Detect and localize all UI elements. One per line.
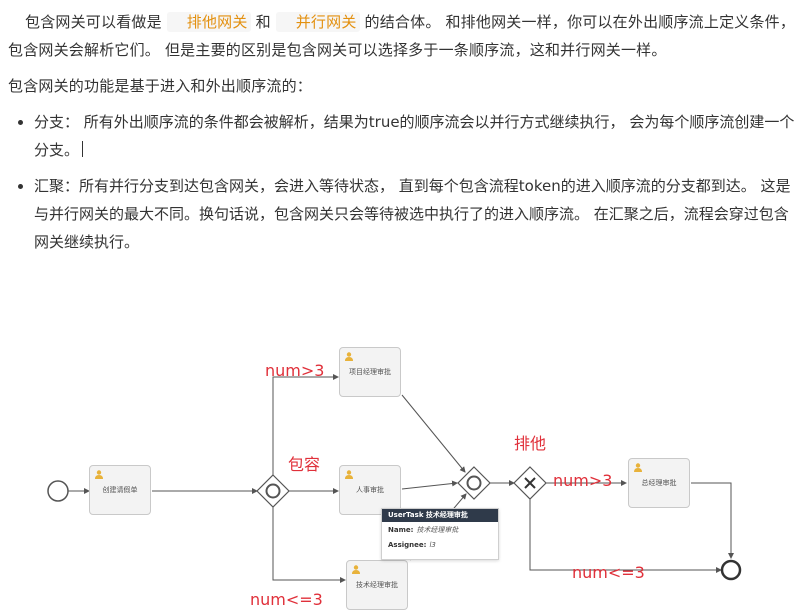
start-event[interactable] [47, 480, 69, 502]
inline-code-parallel-gateway: 并行网关 [275, 12, 360, 32]
paragraph-function-intro: 包含网关的功能是基于进入和外出顺序流的： [8, 77, 313, 95]
inclusive-gateway-join[interactable] [457, 466, 491, 500]
tooltip-name-key: Name: [388, 526, 414, 534]
tooltip-title: UserTask 技术经理审批 [382, 509, 498, 522]
tooltip-assignee-row: Assignee:l3 [382, 538, 498, 552]
annotation-num-gt-3-right: num>3 [553, 471, 613, 490]
tooltip-assignee-value: l3 [429, 541, 436, 549]
list-item-fork-text: 分支： 所有外出顺序流的条件都会被解析，结果为true的顺序流会以并行方式继续执… [34, 113, 795, 159]
list-item-join: 汇聚：所有并行分支到达包含网关，会进入等待状态， 直到每个包含流程token的进… [8, 172, 798, 256]
user-icon [95, 470, 103, 479]
annotation-num-le-3-bottom: num<=3 [250, 590, 323, 609]
inclusive-gateway-split[interactable] [256, 474, 290, 508]
exclusive-gateway[interactable] [513, 466, 547, 500]
user-icon [352, 565, 360, 574]
tooltip-name-row: Name:技术经理审批 [382, 522, 498, 538]
flow-split-to-tech [272, 507, 346, 583]
flow-split-to-pm [272, 374, 339, 475]
exclusive-gateway-x-icon [524, 477, 536, 489]
paragraph-inclusive-gateway-intro: 包含网关可以看做是 排他网关 和 并行网关 的结合体。 和排他网关一样，你可以在… [8, 8, 798, 64]
task-label: 项目经理审批 [349, 368, 391, 376]
end-event[interactable] [720, 559, 742, 581]
task-label: 人事审批 [356, 486, 384, 494]
text-cursor [82, 141, 84, 157]
tooltip-name-value: 技术经理审批 [416, 526, 459, 534]
flow-hr-to-join [401, 480, 458, 490]
annotation-exclusive: 排他 [514, 434, 547, 453]
user-icon [345, 470, 353, 479]
feature-list: 分支： 所有外出顺序流的条件都会被解析，结果为true的顺序流会以并行方式继续执… [8, 108, 798, 264]
task-tooltip: UserTask 技术经理审批 Name:技术经理审批 Assignee:l3 [381, 508, 499, 560]
task-project-manager-approval[interactable]: 项目经理审批 [339, 347, 401, 397]
flow-pm-to-join [401, 394, 466, 473]
inclusive-gateway-join-marker [466, 475, 482, 491]
tooltip-assignee-key: Assignee: [388, 541, 427, 549]
user-icon [634, 463, 642, 472]
flow-exclusive-to-end [529, 499, 722, 573]
intro-text-2: 和 [255, 13, 271, 31]
task-general-manager-approval[interactable]: 总经理审批 [628, 458, 690, 508]
task-tech-manager-approval[interactable]: 技术经理审批 [346, 560, 408, 610]
task-hr-approval[interactable]: 人事审批 [339, 465, 401, 515]
task-create-leave-form[interactable]: 创建请假单 [89, 465, 151, 515]
annotation-num-gt-3-top: num>3 [265, 361, 325, 380]
task-label: 总经理审批 [641, 479, 677, 487]
task-label: 技术经理审批 [356, 581, 398, 589]
annotation-num-le-3-right: num<=3 [572, 563, 645, 582]
list-item-fork: 分支： 所有外出顺序流的条件都会被解析，结果为true的顺序流会以并行方式继续执… [8, 108, 798, 164]
inclusive-gateway-split-marker [265, 483, 281, 499]
flow-gm-to-end [691, 482, 734, 559]
user-icon [345, 352, 353, 361]
list-item-join-text: 汇聚：所有并行分支到达包含网关，会进入等待状态， 直到每个包含流程token的进… [34, 177, 791, 251]
task-label: 创建请假单 [102, 486, 138, 494]
inline-code-exclusive-gateway: 排他网关 [166, 12, 251, 32]
intro-text-1: 包含网关可以看做是 [25, 13, 162, 31]
intro-text-3: 的结合体。 和排他网关一样，你可以在外出顺序流上定义条件，包含网关会解析它们。 … [8, 13, 796, 59]
annotation-inclusive: 包容 [288, 455, 321, 474]
